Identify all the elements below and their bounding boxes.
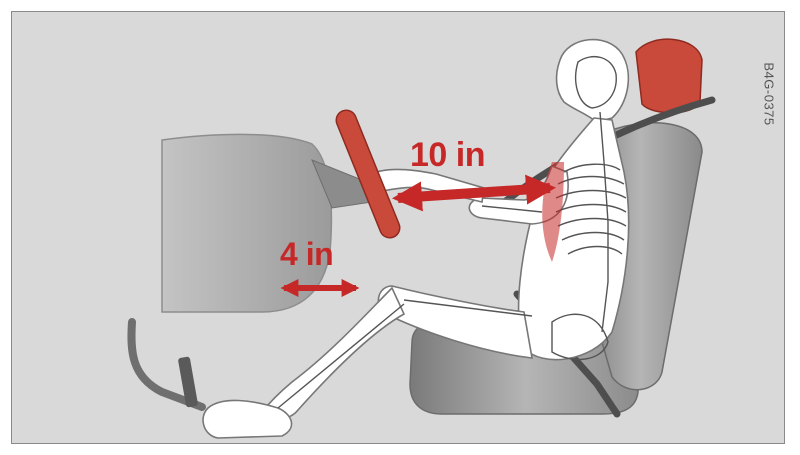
figure-frame: 10 in 4 in B4G-0375 bbox=[11, 11, 785, 444]
chest-distance-arrow bbox=[398, 188, 550, 198]
chest-distance-label: 10 in bbox=[410, 136, 485, 175]
knee-distance-label: 4 in bbox=[280, 236, 333, 273]
image-code-text: B4G-0375 bbox=[762, 62, 777, 125]
seating-position-illustration bbox=[12, 12, 785, 444]
image-code: B4G-0375 bbox=[760, 14, 778, 174]
headrest bbox=[636, 39, 702, 113]
